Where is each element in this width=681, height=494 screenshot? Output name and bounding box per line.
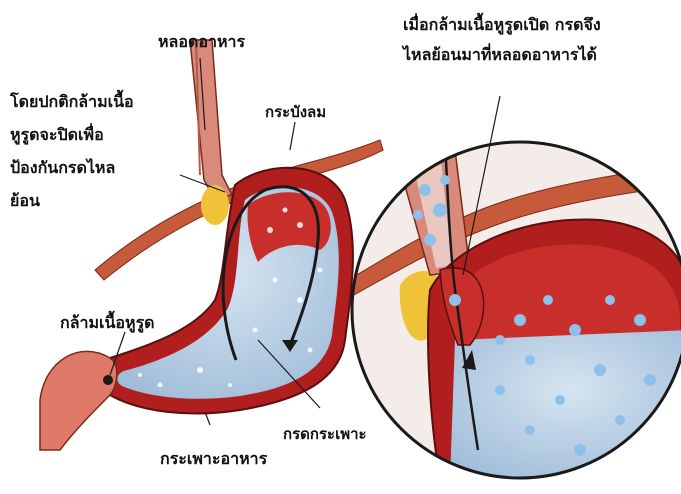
label-stomach: กระเพาะอาหาร <box>160 450 267 468</box>
sphincter-note-line-1: โดยปกติกล้ามเนื้อ <box>10 85 134 118</box>
sphincter-note-line-2: หูรูดจะปิดเพื่อ <box>10 118 134 151</box>
label-sphincter: กล้ามเนื้อหูรูด <box>60 314 155 332</box>
duodenum <box>40 351 117 450</box>
label-diaphragm: กระบังลม <box>265 104 326 121</box>
sphincter-note-line-4: ย้อน <box>10 184 134 217</box>
fat-tissue <box>201 185 229 225</box>
sphincter-note-line-3: ป้องกันกรดไหล <box>10 151 134 184</box>
label-sphincter-note: โดยปกติกล้ามเนื้อ หูรูดจะปิดเพื่อ ป้องกั… <box>10 85 134 217</box>
open-note-line-2: ไหลย้อนมาที่หลอดอาหารได้ <box>403 40 601 70</box>
label-open-note: เมื่อกล้ามเนื้อหูรูดเปิด กรดจึง ไหลย้อนม… <box>403 10 601 70</box>
label-stomach-acid: กรดกระเพาะ <box>283 426 367 443</box>
open-note-line-1: เมื่อกล้ามเนื้อหูรูดเปิด กรดจึง <box>403 10 601 40</box>
magnified-junction <box>340 96 681 480</box>
label-esophagus: หลอดอาหาร <box>158 33 245 51</box>
